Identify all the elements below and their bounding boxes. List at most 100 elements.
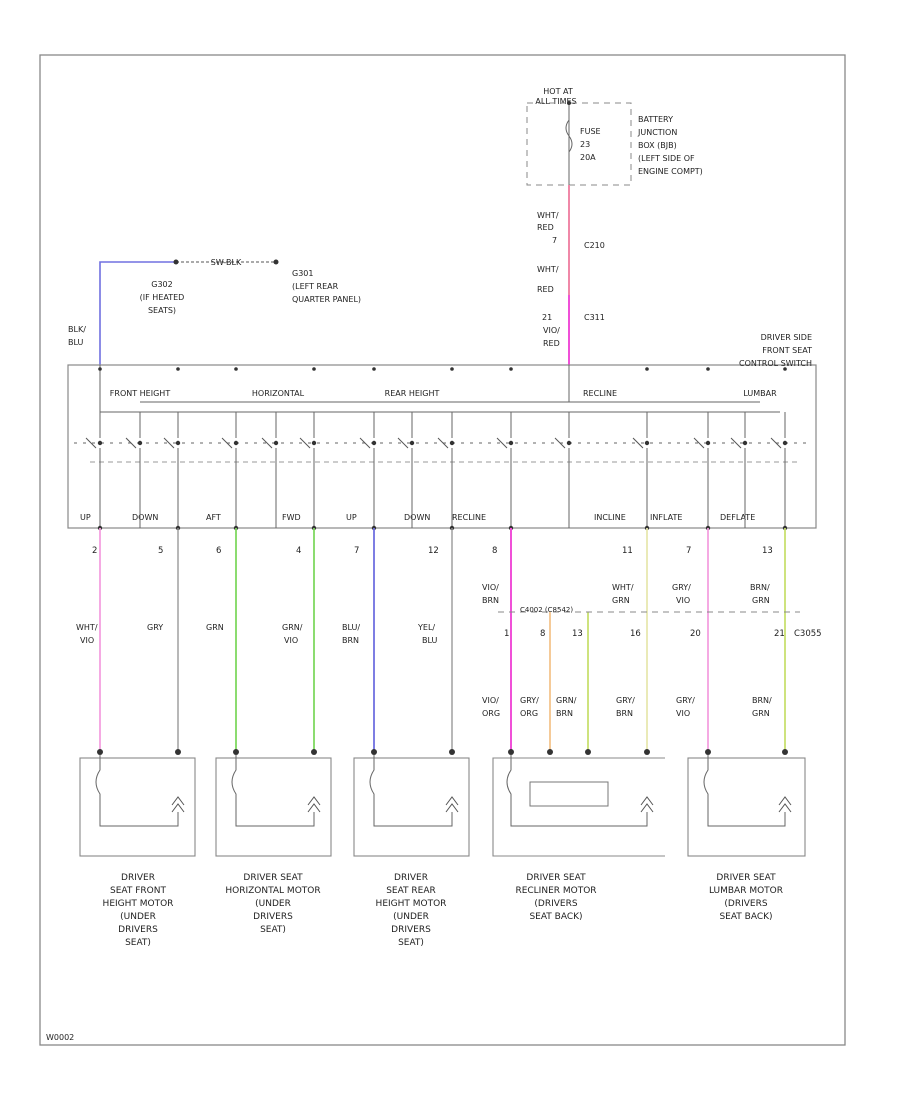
term-up-1: UP (80, 513, 91, 522)
switch-title-3: CONTROL SWITCH (739, 359, 812, 368)
switch-title-1: DRIVER SIDE (761, 333, 812, 342)
pin-7b: 7 (686, 546, 691, 556)
term-down-1: DOWN (132, 513, 158, 522)
contact-dot-6 (371, 440, 377, 446)
motor-label-lumbar: DRIVER SEAT LUMBAR MOTOR (DRIVERS SEAT B… (709, 873, 783, 922)
motor-horizontal-box (215, 757, 332, 857)
harness-wire-1a: VIO/ (482, 583, 499, 592)
pin-8: 8 (492, 546, 497, 556)
motor-1-line-6: SEAT) (125, 938, 151, 948)
ground-wire-color-1: BLK/ (68, 325, 86, 334)
diagram-frame (39, 54, 846, 1046)
motor-2-line-3: (UNDER (255, 899, 291, 909)
ground-g301-dot (273, 259, 279, 265)
bottom-wire-6a: BRN/ (752, 696, 772, 705)
bottom-wire-4a: GRY/ (616, 696, 635, 705)
group-lumbar: LUMBAR (743, 389, 777, 398)
contact-dot-13 (742, 440, 748, 446)
pin-2: 2 (92, 546, 97, 556)
harness-wire-2b: GRN (612, 596, 630, 605)
conn-c311-pin: 21 (542, 313, 552, 322)
motor-1-pin-b (311, 749, 317, 755)
harness-conn-label: C4002 (C8542) (520, 606, 573, 614)
contact-arm-14 (770, 437, 782, 449)
motor-front-height-box (79, 757, 196, 857)
motor-5-line-1: DRIVER SEAT (716, 873, 776, 883)
bottom-wire-3b: BRN (556, 709, 573, 718)
motor-3-line-4: (UNDER (393, 912, 429, 922)
switch-title-2: FRONT SEAT (762, 346, 812, 355)
contact-arm-4 (261, 437, 273, 449)
conn-c311: C311 (584, 313, 605, 322)
motor-2-symbol (445, 796, 459, 813)
group-front-height: FRONT HEIGHT (110, 389, 171, 398)
motor-0-symbol (171, 796, 185, 813)
g302-label-1: G302 (151, 280, 172, 289)
contact-arm-13 (730, 437, 742, 449)
harness-pin-13: 13 (572, 629, 583, 639)
motor-1-line-5: DRIVERS (118, 925, 158, 935)
motor-3-line-1: DRIVER (394, 873, 428, 883)
wire-color-4a: GRN/ (282, 623, 303, 632)
footer-id: W0002 (46, 1033, 74, 1042)
power-source: HOT AT ALL TIMES FUSE 23 20A BATTERY JUN… (526, 87, 703, 365)
term-recline: RECLINE (452, 513, 486, 522)
motor-5-line-3: (DRIVERS (724, 899, 767, 909)
bottom-wire-4b: BRN (616, 709, 633, 718)
motor-0-pin-b (175, 749, 181, 755)
wire-color-1a: WHT/ (76, 623, 98, 632)
contact-arm-8 (437, 437, 449, 449)
g301-label-3: QUARTER PANEL) (292, 295, 361, 304)
motor-3-line-6: SEAT) (398, 938, 424, 948)
motor-2-line-4: DRIVERS (253, 912, 293, 922)
top-dot-7 (645, 367, 649, 371)
contact-dot-14 (782, 440, 788, 446)
recliner-sensor (529, 781, 609, 807)
motor-label-front-height: DRIVER SEAT FRONT HEIGHT MOTOR (UNDER DR… (103, 873, 174, 948)
contact-arm-7 (397, 437, 409, 449)
contact-dot-10 (566, 440, 572, 446)
ground-circuit: SW-BLK G302 (IF HEATED SEATS) G301 (LEFT… (68, 258, 361, 365)
fuse-top-dot (567, 101, 571, 105)
contact-arm-12 (693, 437, 705, 449)
bottom-wire-1b: ORG (482, 709, 500, 718)
bjb-label-3: BOX (BJB) (638, 141, 677, 150)
motor-label-horizontal: DRIVER SEAT HORIZONTAL MOTOR (UNDER DRIV… (225, 873, 320, 935)
contact-dot-12 (705, 440, 711, 446)
harness-wire-3b: VIO (676, 596, 690, 605)
motor-1-line-1: DRIVER (121, 873, 155, 883)
motor-4-line-1: DRIVER SEAT (526, 873, 586, 883)
term-inflate: INFLATE (650, 513, 682, 522)
contact-arm-3 (221, 437, 233, 449)
harness-pin-20: 20 (690, 629, 701, 639)
contact-dot-3 (233, 440, 239, 446)
harness-wire-4a: BRN/ (750, 583, 770, 592)
motor-2-line-1: DRIVER SEAT (243, 873, 303, 883)
pin-13: 13 (762, 546, 773, 556)
power-wire3-a: VIO/ (543, 326, 560, 335)
motor-4-symbol (778, 796, 792, 813)
harness-wire-2a: WHT/ (612, 583, 634, 592)
bottom-wire-3a: GRN/ (556, 696, 577, 705)
contact-arm-2 (163, 437, 175, 449)
motor-label-recliner: DRIVER SEAT RECLINER MOTOR (DRIVERS SEAT… (515, 873, 596, 922)
power-wire2-a: WHT/ (537, 265, 559, 274)
motor-2-pin-b (449, 749, 455, 755)
motor-1-pin-a (233, 749, 239, 755)
bjb-box (526, 102, 632, 186)
pin-7a: 7 (354, 546, 359, 556)
motor-2-line-5: SEAT) (260, 925, 286, 935)
term-incline: INCLINE (594, 513, 626, 522)
motor-1-symbol (307, 796, 321, 813)
top-dot-6 (509, 367, 513, 371)
bjb-label-1: BATTERY (638, 115, 673, 124)
harness-conn-id: C3055 (794, 629, 822, 639)
bottom-wire-5b: VIO (676, 709, 690, 718)
harness-pin-16: 16 (630, 629, 641, 639)
g302-label-2: (IF HEATED (140, 293, 185, 302)
motor-3-line-5: DRIVERS (391, 925, 431, 935)
motor-0-winding (95, 755, 179, 827)
contact-dot-7 (409, 440, 415, 446)
harness-wire-4b: GRN (752, 596, 770, 605)
